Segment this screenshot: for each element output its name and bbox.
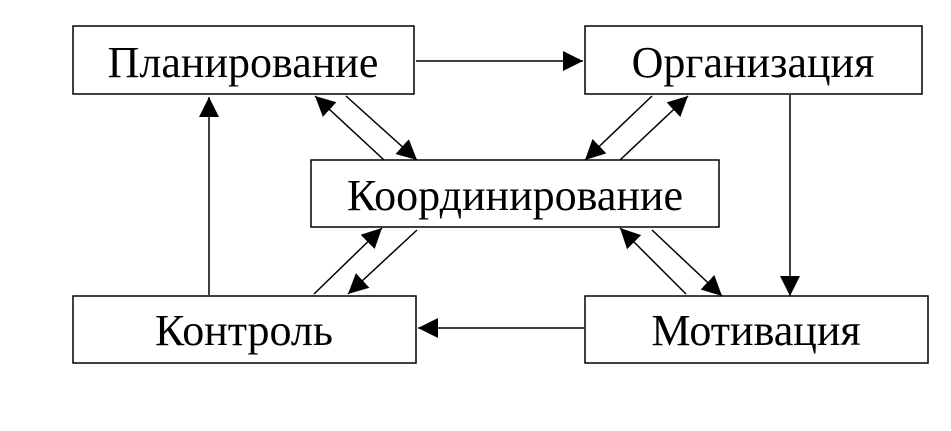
node-control: Контроль (72, 295, 417, 364)
edge-motivation-to-coordination (619, 227, 687, 295)
node-planning-label: Планирование (108, 38, 379, 87)
node-control-label: Контроль (155, 306, 333, 355)
node-organization-label: Организация (632, 38, 875, 87)
node-coordination: Координирование (310, 159, 720, 228)
edge-coordination-to-organization (619, 95, 689, 161)
edge-organization-to-coordination (584, 95, 653, 161)
node-motivation: Мотивация (584, 295, 929, 364)
edge-planning-to-coordination (345, 95, 418, 161)
node-organization: Организация (584, 25, 923, 95)
node-motivation-label: Мотивация (651, 306, 860, 355)
node-coordination-label: Координирование (347, 171, 683, 220)
edge-coordination-to-control (347, 229, 418, 295)
edge-coordination-to-motivation (651, 229, 723, 297)
edge-coordination-to-planning (314, 95, 385, 161)
edge-control-to-coordination (313, 227, 383, 295)
node-planning: Планирование (72, 25, 415, 95)
